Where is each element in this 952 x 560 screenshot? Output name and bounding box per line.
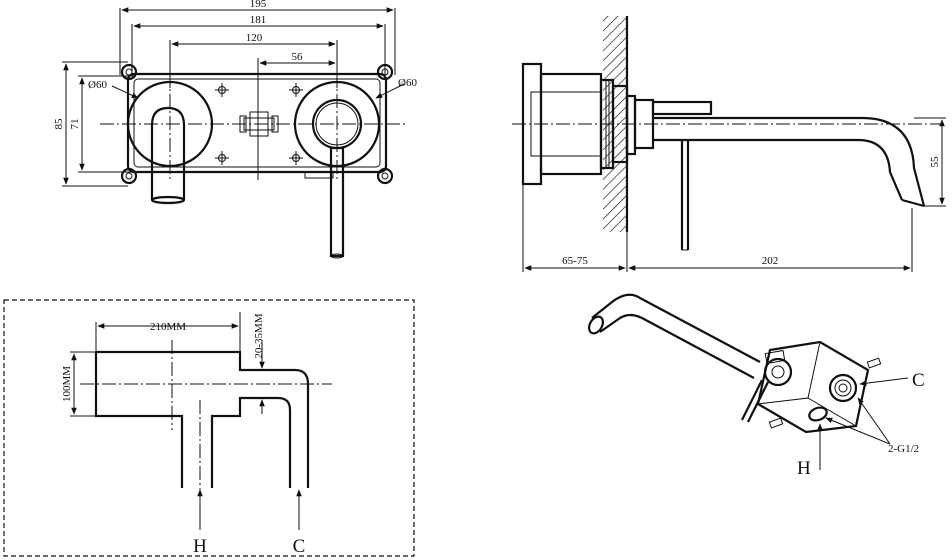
install-dimension-lines xyxy=(70,312,270,417)
screw-holes xyxy=(215,83,303,165)
install-outline xyxy=(94,350,310,488)
dim-left-diameter: Ø60 xyxy=(88,79,107,91)
label-cold-inlet: C xyxy=(293,536,306,557)
dim-box-width: 181 xyxy=(250,14,267,26)
dim-right-diameter: Ø60 xyxy=(398,77,417,89)
iso-label-cold: C xyxy=(912,370,925,391)
iso-label-hot: H xyxy=(797,458,811,479)
iso-lever xyxy=(741,379,769,423)
dim-spout-length: 202 xyxy=(762,255,779,267)
label-hot-inlet: H xyxy=(193,536,207,557)
iso-label-thread: 2-G1/2 xyxy=(888,443,919,455)
install-view: 210MM 20-35MM 100MM H C xyxy=(3,299,415,557)
lever-side xyxy=(680,140,690,251)
iso-body xyxy=(756,340,882,434)
dim-wall-depth: 65-75 xyxy=(562,255,588,267)
dim-install-height: 100MM xyxy=(61,366,73,402)
dim-total-width: 195 xyxy=(250,0,267,10)
dim-spout-height: 55 xyxy=(929,156,941,168)
iso-view: C H 2-G1/2 xyxy=(588,293,925,479)
side-dimension-lines xyxy=(522,117,946,272)
inlet-arrows xyxy=(197,489,302,530)
dim-total-height: 85 xyxy=(53,118,65,130)
iso-leaders xyxy=(817,377,909,470)
install-frame xyxy=(3,299,415,557)
front-dimension-lines xyxy=(62,7,405,187)
spout-side xyxy=(653,116,926,208)
dim-install-depth: 20-35MM xyxy=(253,313,265,358)
dim-install-width: 210MM xyxy=(150,321,186,333)
side-view: 65-75 202 55 xyxy=(512,16,946,272)
dim-center-distance: 120 xyxy=(246,32,263,44)
front-view: 195 181 120 56 85 71 Ø60 Ø60 xyxy=(53,0,417,259)
iso-spout xyxy=(588,293,761,379)
dim-middle-width: 56 xyxy=(292,51,304,63)
dim-box-height: 71 xyxy=(69,119,81,130)
